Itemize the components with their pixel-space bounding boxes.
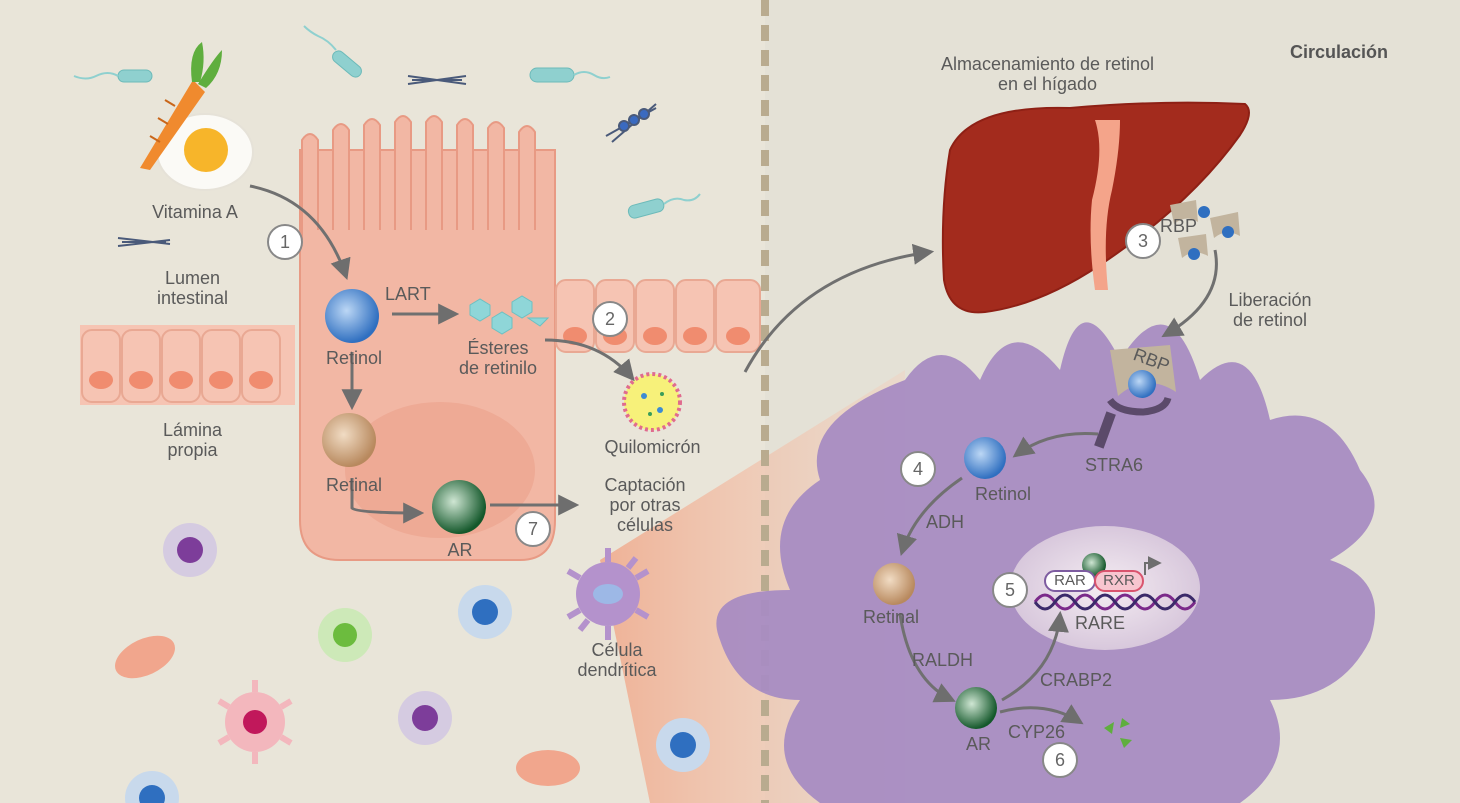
crabp2-label: CRABP2 bbox=[1040, 670, 1113, 690]
liver bbox=[941, 101, 1250, 314]
retinol-molecule bbox=[325, 289, 379, 343]
step-4-marker: 4 bbox=[900, 451, 936, 487]
retinal-label: Retinal bbox=[325, 475, 383, 495]
rbp-proteins bbox=[1170, 200, 1240, 260]
retinol-release-label: Liberación de retinol bbox=[1228, 290, 1312, 330]
dna-helix bbox=[1033, 556, 1197, 611]
step-5-marker: 5 bbox=[992, 572, 1028, 608]
right-arrows bbox=[896, 249, 1218, 725]
rxr-label: RXR bbox=[1103, 572, 1135, 589]
retinal-molecule bbox=[322, 413, 376, 467]
circulation-label: Circulación bbox=[1290, 42, 1389, 62]
dendritic-cell-label: Célula dendrítica bbox=[577, 640, 657, 680]
step-6-marker: 6 bbox=[1042, 742, 1078, 778]
retinol-label: Retinol bbox=[325, 348, 383, 368]
uptake-label: Captación por otras células bbox=[604, 475, 686, 535]
retinyl-esters bbox=[469, 295, 550, 335]
lumen-label: Lumen intestinal bbox=[156, 268, 229, 308]
step-3-marker: 3 bbox=[1125, 223, 1161, 259]
rar-label: RAR bbox=[1054, 572, 1086, 589]
rare-label: RARE bbox=[1075, 613, 1126, 633]
chylomicron-label: Quilomicrón bbox=[604, 437, 701, 457]
esters-label: Ésteres de retinilo bbox=[458, 338, 538, 378]
retinoic-acid-molecule-right bbox=[955, 687, 997, 729]
liver-storage-label: Almacenamiento de retinol en el hígado bbox=[940, 54, 1155, 94]
retinal-label-right: Retinal bbox=[863, 607, 920, 627]
step-7-marker: 7 bbox=[515, 511, 551, 547]
vitamin-a-label: Vitamina A bbox=[152, 202, 238, 222]
step-2-marker: 2 bbox=[592, 301, 628, 337]
epithelium-right bbox=[555, 279, 761, 353]
left-arrows bbox=[249, 184, 935, 524]
microbe-filaments bbox=[117, 75, 657, 247]
retinol-molecule-right bbox=[964, 437, 1006, 479]
adh-label: ADH bbox=[926, 512, 965, 532]
ar-label-right: AR bbox=[966, 734, 992, 754]
stra6-receptor bbox=[1094, 345, 1176, 449]
retinol-label-right: Retinol bbox=[975, 484, 1032, 504]
rxr-box bbox=[1094, 570, 1144, 592]
cyp26-label: CYP26 bbox=[1008, 722, 1066, 742]
epithelium-left bbox=[80, 325, 295, 405]
step-1-marker: 1 bbox=[267, 224, 303, 260]
degradation-products bbox=[1104, 718, 1132, 748]
rbp-label-top: RBP bbox=[1160, 216, 1198, 236]
retinal-molecule-right bbox=[873, 563, 915, 605]
raldh-label: RALDH bbox=[912, 650, 974, 670]
lart-label: LART bbox=[385, 284, 431, 304]
bacteria-group bbox=[73, 25, 701, 219]
retinoic-acid-molecule bbox=[432, 480, 486, 534]
ar-label: AR bbox=[447, 540, 473, 560]
lamina-propria-label: Lámina propia bbox=[162, 420, 223, 460]
stra6-label: STRA6 bbox=[1085, 455, 1144, 475]
immune-cells bbox=[115, 523, 710, 803]
vitamin-a-food bbox=[140, 42, 254, 191]
chylomicron bbox=[622, 372, 682, 432]
